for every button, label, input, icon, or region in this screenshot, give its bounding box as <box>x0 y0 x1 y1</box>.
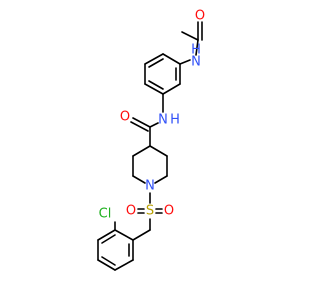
sulfonyl-oxygen-left-label: O <box>126 204 136 219</box>
sulfur-label: S <box>146 204 154 219</box>
amide-nitrogen-label: N <box>191 55 201 70</box>
chlorine-label: Cl <box>99 207 112 222</box>
amide-oxygen-label: O <box>195 9 205 24</box>
sulfonyl-oxygen-right-label: O <box>164 204 174 219</box>
atom-labels: O N H O N H N S O O Cl <box>99 9 205 222</box>
carboxamide-nitrogen-label: N <box>158 113 168 128</box>
piperidine-nitrogen-label: N <box>145 179 155 194</box>
molecule-structure: O N H O N H N S O O Cl <box>97 9 205 271</box>
amide-hydrogen-label: H <box>191 43 201 58</box>
carboxamide-hydrogen-label: H <box>170 113 180 128</box>
carboxamide-oxygen-label: O <box>120 110 130 125</box>
bond-lines <box>97 21 203 271</box>
